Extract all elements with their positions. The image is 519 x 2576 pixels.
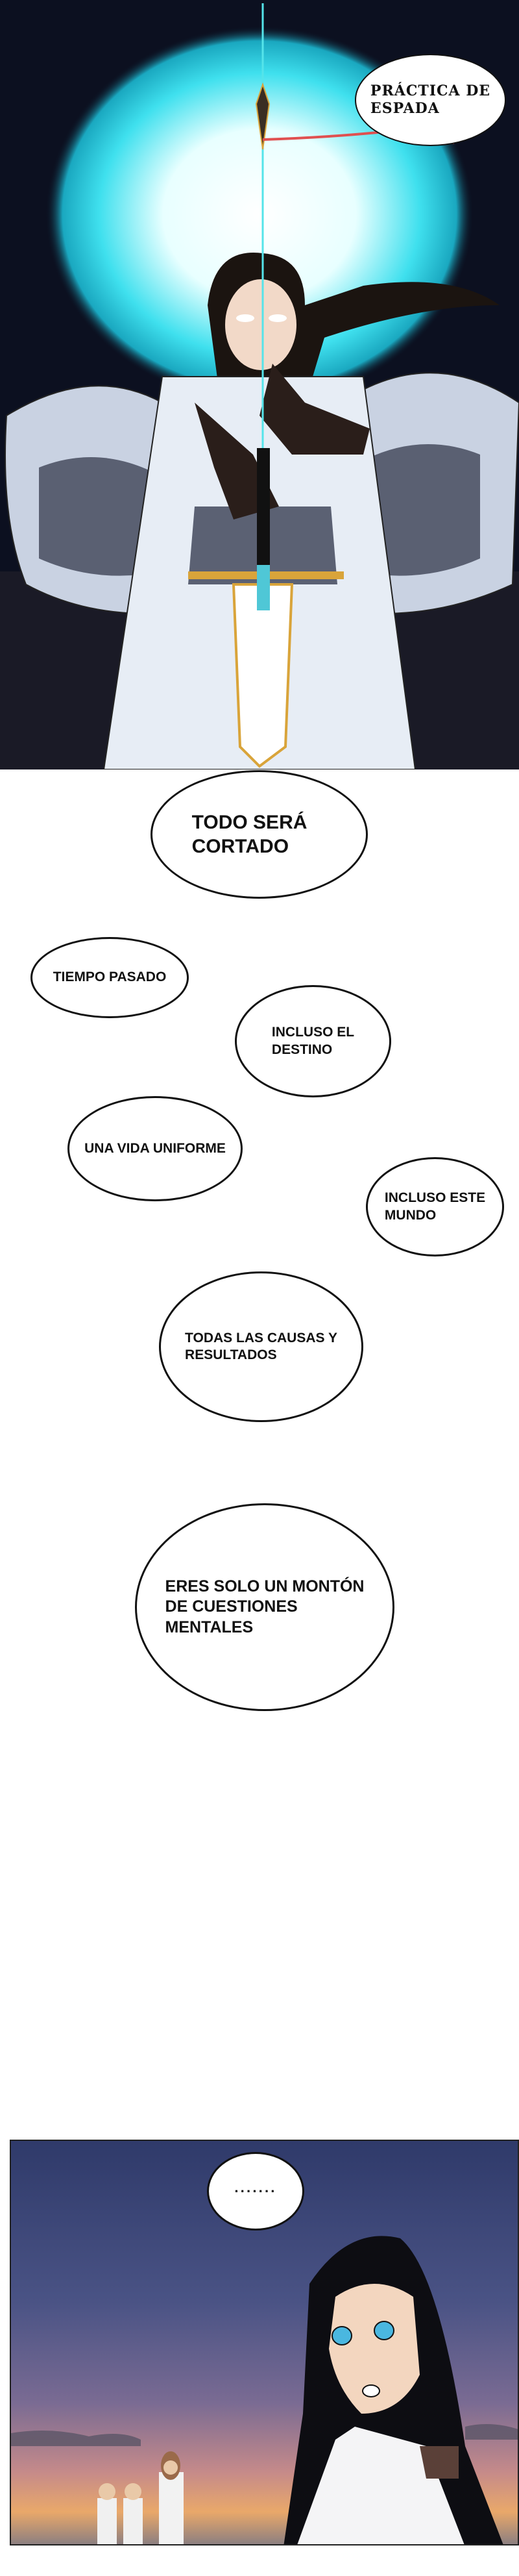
speech-text: ERES SOLO UN MONTÓN DE CUESTIONES MENTAL… <box>165 1577 365 1636</box>
speech-bubble-2: TIEMPO PASADO <box>30 937 189 1018</box>
panel-sword-practice: PRÁCTICA DE ESPADA <box>0 0 519 769</box>
speech-text: INCLUSO EL DESTINO <box>271 1025 355 1057</box>
caption-bubble: PRÁCTICA DE ESPADA <box>355 54 506 146</box>
speech-bubble-1: TODO SERÁ CORTADO <box>151 770 368 899</box>
ellipsis-text: ······· <box>234 2182 277 2199</box>
caption-text: PRÁCTICA DE ESPADA <box>370 82 491 118</box>
sword-hilt <box>257 448 270 565</box>
sunset-illustration <box>11 2236 518 2544</box>
panel-sunset: ······· <box>10 2140 519 2545</box>
speech-text: INCLUSO ESTE MUNDO <box>384 1190 486 1223</box>
background-students <box>97 2451 184 2544</box>
speech-text: TODO SERÁ CORTADO <box>191 811 308 858</box>
ellipsis-bubble: ······· <box>207 2152 304 2231</box>
speech-bubble-4: UNA VIDA UNIFORME <box>67 1096 243 1201</box>
speech-text: TODAS LAS CAUSAS Y RESULTADOS <box>185 1330 337 1362</box>
speech-text: TIEMPO PASADO <box>53 969 167 985</box>
speech-bubble-7: ERES SOLO UN MONTÓN DE CUESTIONES MENTAL… <box>135 1503 394 1711</box>
speech-bubble-6: TODAS LAS CAUSAS Y RESULTADOS <box>159 1271 363 1422</box>
girl-character <box>284 2236 503 2544</box>
speech-bubble-3: INCLUSO EL DESTINO <box>235 985 391 1097</box>
speech-bubble-5: INCLUSO ESTE MUNDO <box>366 1157 504 1257</box>
speech-text: UNA VIDA UNIFORME <box>84 1140 226 1156</box>
face <box>225 279 296 370</box>
